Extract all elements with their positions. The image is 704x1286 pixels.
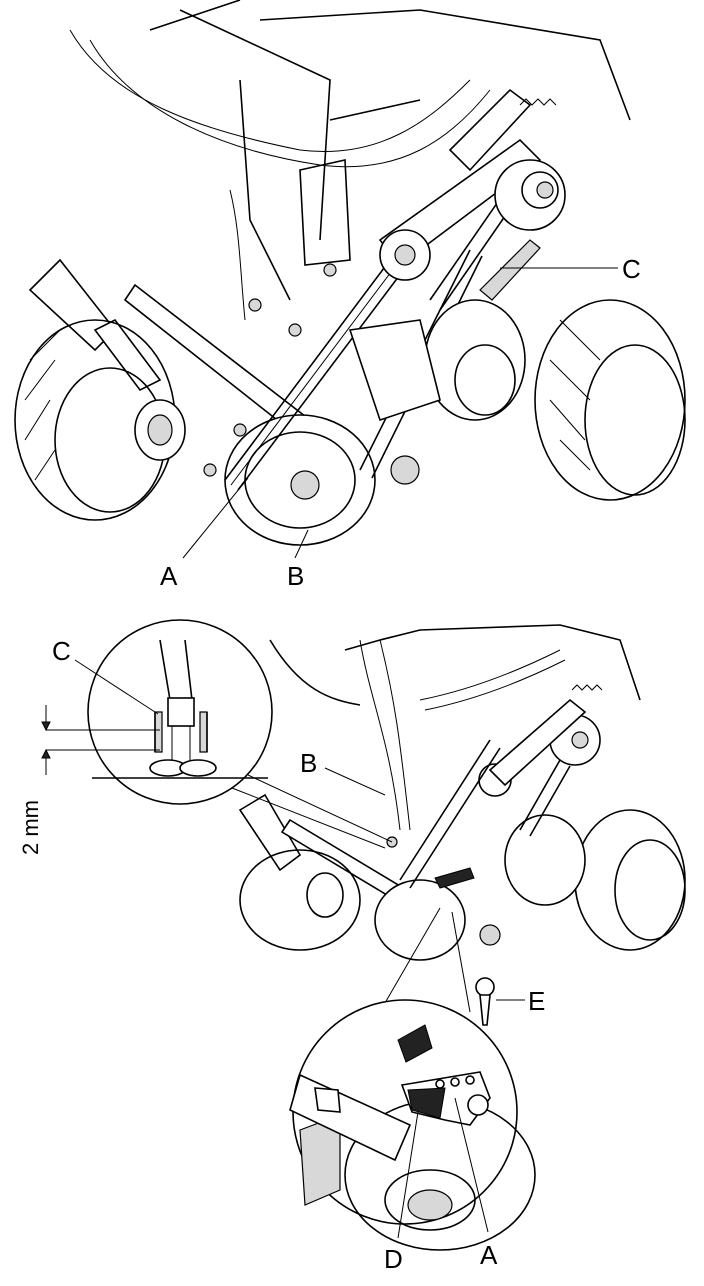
- label-d: D: [384, 1244, 403, 1274]
- label-a-top: A: [160, 561, 178, 591]
- label-c-middle: C: [52, 636, 71, 666]
- bottom-pawl-detail-illustration: E A D: [290, 908, 545, 1274]
- label-b-top: B: [287, 561, 304, 591]
- dimension-label: 2 mm: [18, 800, 43, 855]
- label-e: E: [528, 986, 545, 1016]
- top-belt-drive-illustration: C A B: [15, 0, 685, 591]
- leader-line-b-middle: [325, 768, 385, 795]
- label-a-bottom: A: [480, 1240, 498, 1270]
- middle-cable-adjustment-illustration: C B 2 mm: [18, 620, 685, 960]
- label-c-top: C: [622, 254, 641, 284]
- label-b-middle: B: [300, 748, 317, 778]
